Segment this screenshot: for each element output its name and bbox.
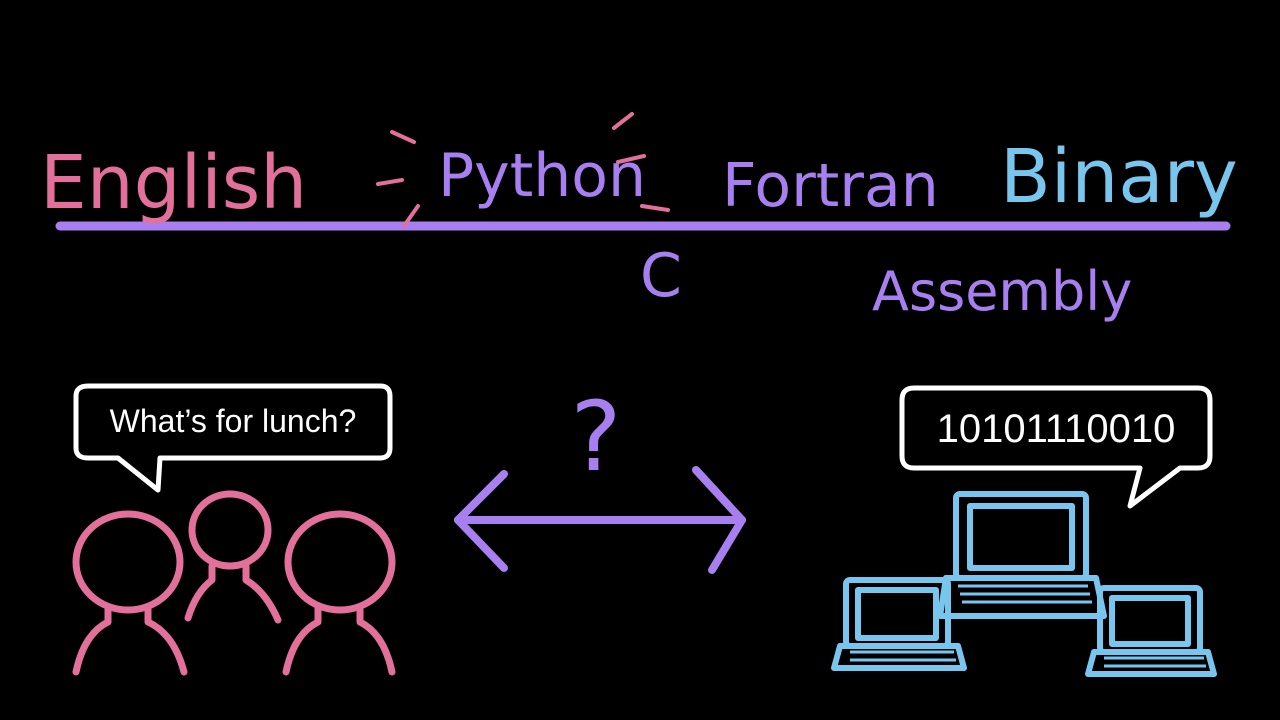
people-bubble-text: What’s for lunch? — [110, 403, 357, 439]
label-fortran: Fortran — [722, 151, 939, 221]
label-assembly: Assembly — [872, 260, 1132, 323]
double-arrow-icon — [454, 466, 746, 574]
label-english: English — [40, 140, 307, 226]
label-binary: Binary — [1000, 134, 1238, 220]
laptops-group-icon — [831, 491, 1217, 677]
computer-speech-bubble: 10101110010 — [899, 385, 1213, 509]
people-speech-bubble: What’s for lunch? — [73, 383, 393, 493]
label-c: C — [640, 241, 682, 311]
highlight-dashes-icon — [376, 112, 670, 228]
computer-bubble-text: 10101110010 — [937, 407, 1176, 451]
people-group-icon — [72, 490, 396, 676]
label-python: Python — [438, 141, 646, 211]
question-mark: ? — [571, 381, 622, 493]
